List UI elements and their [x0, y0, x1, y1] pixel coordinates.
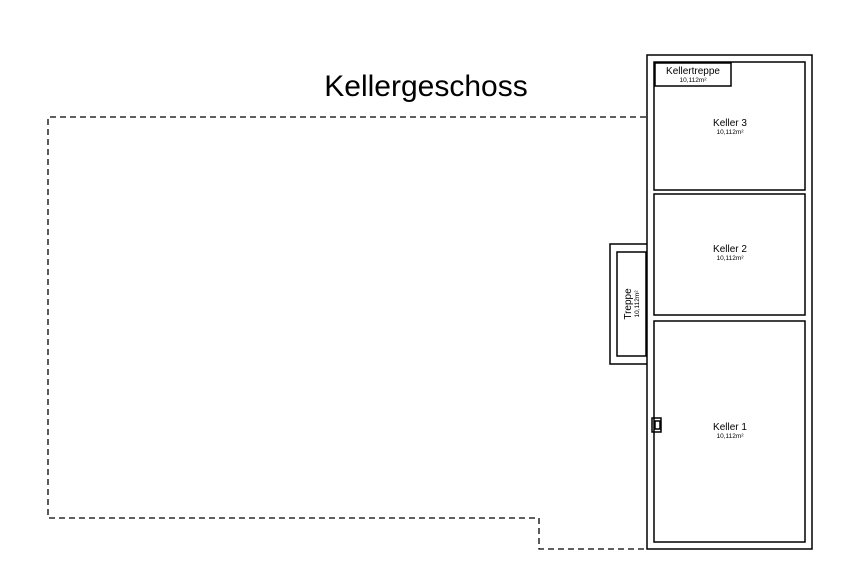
- wall-niche: [651, 417, 662, 433]
- room-keller-2-area: 10,112m²: [717, 255, 745, 262]
- room-keller-1-name: Keller 1: [713, 422, 747, 433]
- basement-outer-wall: [646, 54, 813, 550]
- room-kellertreppe-name: Kellertreppe: [666, 66, 720, 77]
- room-kellertreppe[interactable]: [654, 62, 732, 87]
- room-treppe-label-group: Treppe 10,112m²: [623, 288, 641, 320]
- room-keller-2[interactable]: [653, 193, 806, 316]
- room-keller-3-name: Keller 3: [713, 118, 747, 129]
- room-treppe-area: 10,112m²: [634, 290, 641, 318]
- building-outline-dashed: [47, 116, 646, 550]
- wall-niche-inner: [654, 420, 661, 430]
- page-title: Kellergeschoss: [324, 70, 527, 103]
- room-treppe-name: Treppe: [623, 288, 634, 320]
- room-keller-1-area: 10,112m²: [717, 433, 745, 440]
- room-treppe[interactable]: [616, 251, 647, 357]
- room-keller-3-area: 10,112m²: [717, 129, 745, 136]
- room-keller-2-name: Keller 2: [713, 244, 747, 255]
- room-keller-3[interactable]: [653, 61, 806, 191]
- room-kellertreppe-area: 10,112m²: [680, 77, 708, 84]
- stair-annex-outer-wall: [609, 243, 647, 365]
